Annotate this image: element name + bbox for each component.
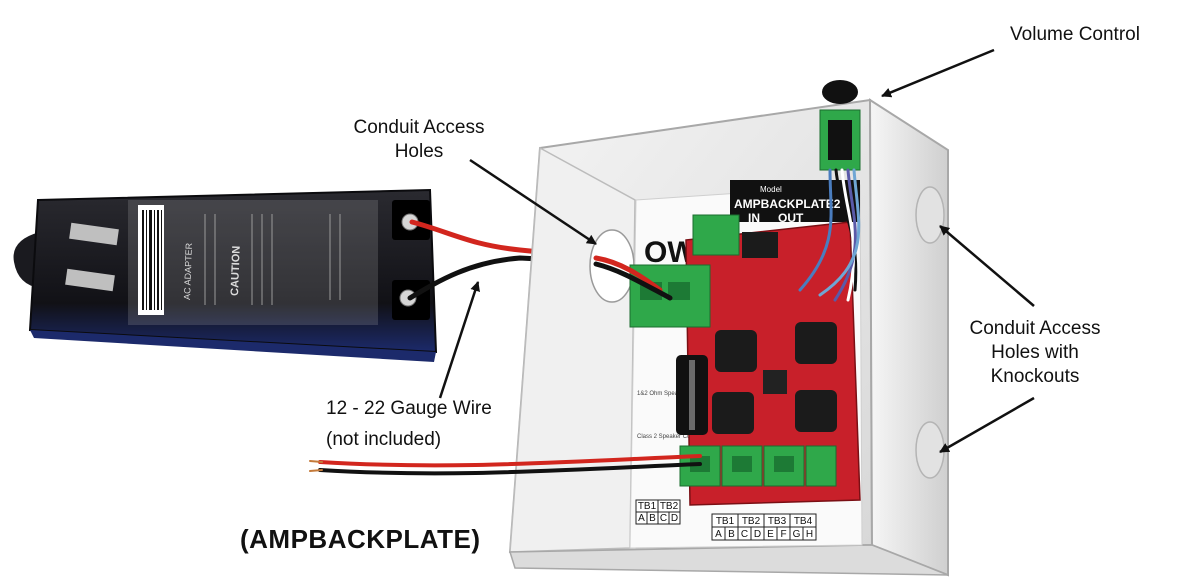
power-terminal — [692, 214, 740, 256]
arrow-knockout-lower — [939, 396, 1035, 454]
adapter-wires — [407, 219, 603, 301]
tb-name: TB1 — [716, 516, 735, 527]
tb-pin: D — [671, 513, 678, 524]
tb-name: TB4 — [794, 516, 813, 527]
class-note: Class 2 Speaker Connection — [637, 434, 713, 440]
inductor-icon — [795, 390, 837, 432]
inductor-icon — [795, 322, 837, 364]
tb-name: TB2 — [660, 501, 679, 512]
tb-pin: G — [793, 529, 801, 540]
speaker-terminal-block — [679, 445, 837, 487]
amp-board — [629, 214, 861, 506]
arrow-volume-control — [881, 48, 995, 98]
tb-pin: A — [638, 513, 645, 524]
internal-wires — [593, 255, 673, 301]
tb-name: TB2 — [742, 516, 761, 527]
adapter-heading: AC ADAPTER — [182, 242, 194, 300]
plug-prong-icon — [65, 268, 115, 292]
arrow-gauge-wire — [438, 281, 480, 399]
board-out-label: OUT — [778, 211, 804, 225]
label-volume-control: Volume Control — [1010, 24, 1140, 45]
knockout-icon — [915, 186, 945, 244]
product-name-title: (AMPBACKPLATE) — [240, 524, 481, 554]
callout-arrows — [438, 48, 1035, 454]
plug-prong-icon — [69, 222, 119, 246]
tb-pin: C — [741, 529, 748, 540]
tb-pin: B — [728, 529, 735, 540]
tb-name: TB1 — [638, 501, 657, 512]
label-conduit-access-holes: Conduit Access Holes — [353, 117, 485, 162]
volume-knob-icon — [822, 80, 858, 104]
chip-icon — [763, 370, 787, 394]
adapter-label-sticker: AC ADAPTER CAUTION — [128, 200, 378, 325]
tb-name: TB3 — [768, 516, 787, 527]
tb-pin: E — [767, 529, 774, 540]
speaker-note: 1&2 Ohm Speaker Diagram — [637, 391, 711, 397]
ac-adapter: AC ADAPTER CAUTION — [13, 188, 438, 362]
tb-pin: F — [780, 529, 786, 540]
speaker-wire — [309, 454, 702, 476]
model-caption: Model — [760, 185, 782, 194]
tb-pin: D — [754, 529, 761, 540]
label-conduit-knockouts: Conduit Access Holes with Knockouts — [969, 318, 1101, 387]
inductor-icon — [712, 392, 754, 434]
label-gauge-wire: 12 - 22 Gauge Wire — [326, 398, 492, 419]
tb-pin: H — [806, 529, 813, 540]
volume-control-assembly — [798, 80, 861, 302]
knockout-icon — [915, 421, 945, 479]
label-not-included: (not included) — [326, 429, 442, 450]
tb-pin: C — [660, 513, 667, 524]
board-in-label: IN — [748, 211, 760, 225]
arrow-knockout-upper — [939, 225, 1035, 307]
adapter-caution: CAUTION — [229, 246, 243, 297]
inductor-icon — [715, 330, 757, 372]
tb-pin: A — [715, 529, 722, 540]
model-name: AMPBACKPLATE2 — [734, 197, 841, 211]
arrow-conduit-holes — [469, 158, 597, 246]
tb-pin: B — [649, 513, 656, 524]
